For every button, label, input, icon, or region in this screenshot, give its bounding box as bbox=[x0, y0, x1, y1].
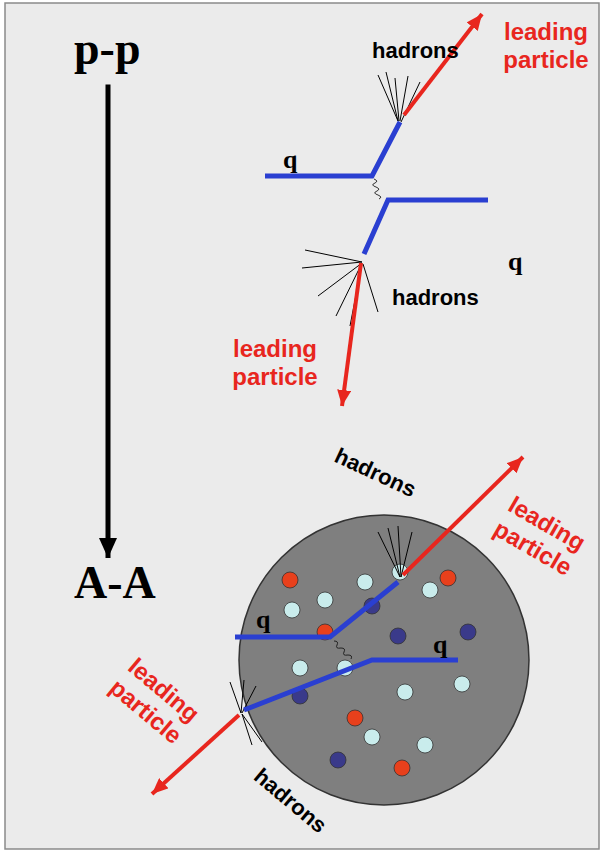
quark-line bbox=[235, 582, 398, 637]
system-name: A-A bbox=[74, 558, 156, 609]
parton-label: q bbox=[256, 607, 270, 633]
parton-label: q bbox=[433, 632, 447, 658]
system-node: p-p bbox=[70, 22, 144, 77]
fragment-label: hadrons bbox=[372, 38, 459, 63]
gluon-line bbox=[334, 641, 352, 659]
system-node: A-A bbox=[70, 556, 160, 611]
quark-line bbox=[364, 200, 488, 254]
transition-arrow bbox=[106, 85, 111, 558]
fragment-label: hadrons bbox=[392, 285, 479, 310]
system-name: p-p bbox=[74, 24, 140, 75]
jet-arrow bbox=[404, 14, 482, 115]
gluon-line bbox=[373, 179, 381, 199]
parton-label: q bbox=[283, 147, 297, 173]
medium-disc bbox=[239, 515, 529, 805]
jet-label: leading particle bbox=[220, 335, 330, 390]
parton-label: q bbox=[508, 249, 522, 275]
quark-line bbox=[265, 122, 400, 176]
jet-arrow bbox=[342, 263, 361, 406]
quark-line bbox=[244, 660, 458, 710]
panel-ground bbox=[5, 3, 599, 849]
jet-label: leading particle bbox=[491, 18, 601, 73]
aa-jet-fans bbox=[230, 526, 412, 745]
